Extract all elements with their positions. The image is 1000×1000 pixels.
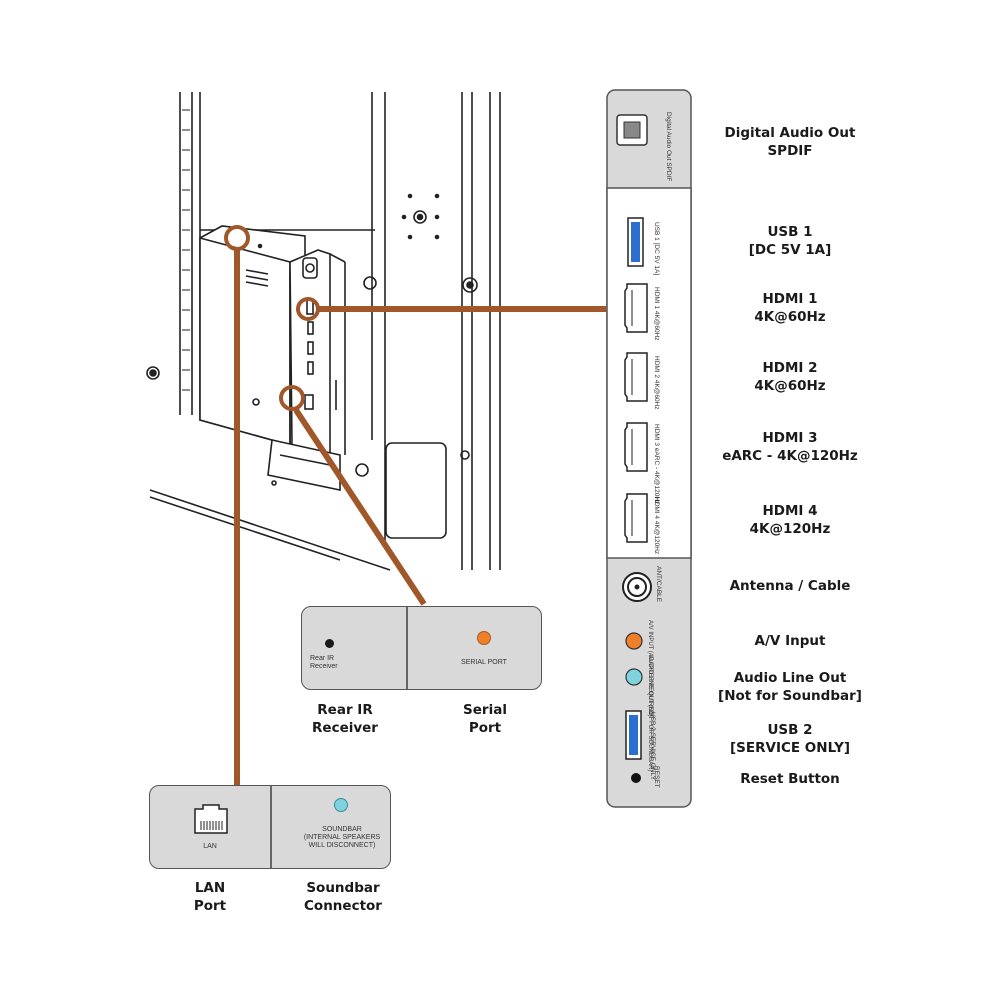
lan-callout-circle bbox=[224, 225, 250, 251]
strip-text-hdmi3: HDMI 3 eARC - 4K@120Hz bbox=[653, 424, 660, 504]
strip-text-usb2: USB 2 SERVICE ONLY bbox=[649, 712, 656, 781]
label-reset-button: Reset Button bbox=[740, 771, 840, 787]
strip-text-reset: RESET bbox=[653, 766, 660, 788]
ir-receiver-icon bbox=[325, 639, 334, 648]
reset-button-icon[interactable] bbox=[631, 773, 641, 783]
ir-serial-panel bbox=[301, 606, 542, 690]
spdif-port-icon bbox=[616, 114, 648, 146]
lan-small-text: LAN bbox=[203, 843, 217, 850]
label-av-input: A/V Input bbox=[754, 633, 826, 649]
line-out-port-icon bbox=[625, 668, 643, 686]
strip-text-usb1: USB 1 [DC 5V 1A] bbox=[653, 222, 660, 275]
hdmi3-port-icon bbox=[624, 422, 648, 472]
strip-text-av: A/V INPUT (ADAPTER REQUIRED) bbox=[647, 620, 653, 717]
strip-text-hdmi4: HDMI 4 4K@120Hz bbox=[653, 497, 660, 554]
hdmi-callout-circle bbox=[296, 297, 320, 321]
label-usb1: USB 1[DC 5V 1A] bbox=[748, 224, 832, 258]
antenna-port-icon bbox=[622, 572, 652, 602]
strip-text-hdmi2: HDMI 2 4K@60Hz bbox=[653, 356, 660, 410]
label-antenna-cable: Antenna / Cable bbox=[729, 578, 851, 594]
serial-callout-circle bbox=[279, 385, 305, 411]
strip-text-hdmi1: HDMI 1 4K@60Hz bbox=[653, 287, 660, 341]
strip-text-antenna: ANT/CABLE bbox=[655, 566, 662, 603]
hdmi-port-icons bbox=[624, 283, 648, 543]
usb2-port-icon bbox=[625, 710, 642, 760]
serial-port-small-text: SERIAL PORT bbox=[461, 659, 507, 666]
hdmi1-port-icon bbox=[624, 283, 648, 333]
label-usb2: USB 2[SERVICE ONLY] bbox=[729, 722, 851, 756]
hdmi4-port-icon bbox=[624, 493, 648, 543]
panel-divider bbox=[406, 607, 408, 689]
av-input-port-icon bbox=[625, 632, 643, 650]
ir-receiver-small-text: Rear IR Receiver bbox=[310, 655, 338, 670]
lan-soundbar-panel bbox=[149, 785, 391, 869]
hdmi2-port-icon bbox=[624, 352, 648, 402]
lan-port-icon bbox=[194, 804, 228, 834]
strip-text-spdif: Digital Audio Out SPDIF bbox=[665, 112, 672, 181]
soundbar-small-text: SOUNDBAR (INTERNAL SPEAKERS WILL DISCONN… bbox=[303, 826, 381, 849]
soundbar-port-icon bbox=[334, 798, 348, 812]
serial-leader-line bbox=[293, 408, 427, 606]
strip-text-lineout: AUDIO LINE OUT (NOT FOR SOUNDBAR) bbox=[647, 655, 653, 771]
panel-divider bbox=[270, 786, 272, 868]
serial-port-icon bbox=[477, 631, 491, 645]
usb1-port-icon bbox=[627, 217, 644, 267]
label-audio-line-out: Audio Line Out[Not for Soundbar] bbox=[718, 670, 862, 704]
